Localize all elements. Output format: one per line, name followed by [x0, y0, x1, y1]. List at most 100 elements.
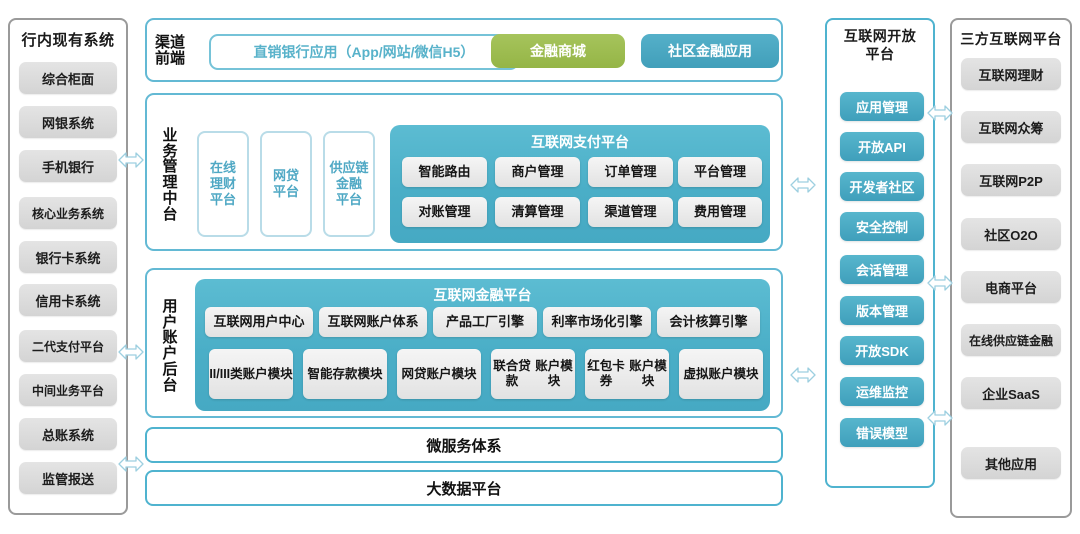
card-line: 平台 [272, 184, 299, 199]
open-platform-chip[interactable]: 开发者社区 [840, 172, 924, 201]
payment-tile[interactable]: 订单管理 [588, 157, 673, 187]
internet-finance-platform-title: 互联网金融平台 [433, 287, 532, 303]
user-account-backend-panel: 用 户 账 户 后 台 互联网金融平台 互联网用户中心互联网账户体系产品工厂引擎… [145, 268, 783, 418]
label-char: 户 [162, 313, 178, 331]
double-arrow-icon [118, 341, 144, 363]
tile-line: 联合贷款 [493, 359, 531, 388]
existing-system-chip[interactable]: 总账系统 [19, 418, 117, 450]
label-char: 业 [162, 126, 178, 144]
tile-line: 网贷账户 [401, 366, 452, 381]
label-char: 台 [162, 205, 178, 223]
payment-tile[interactable]: 渠道管理 [588, 197, 673, 227]
finance-engine-tile[interactable]: 互联网账户体系 [319, 307, 427, 337]
tile-line: II/III类 [209, 366, 243, 381]
finance-engine-tile[interactable]: 利率市场化引擎 [543, 307, 651, 337]
user-account-backend-label: 用 户 账 户 后 台 [155, 288, 185, 404]
bar-microservice-system: 微服务体系 [145, 427, 783, 463]
internet-payment-platform-title: 互联网支付平台 [531, 134, 629, 150]
card-line: 金融 [335, 175, 362, 191]
label-char: 中 [162, 189, 178, 207]
card-line: 网贷 [272, 167, 299, 183]
third-party-chip[interactable]: 企业SaaS [961, 377, 1061, 409]
finance-engine-tile[interactable]: 会计核算引擎 [657, 307, 760, 337]
label-char: 账 [162, 329, 178, 347]
card-line: 平台 [335, 192, 362, 208]
double-arrow-icon [118, 149, 144, 171]
finance-engine-tile[interactable]: 互联网用户中心 [205, 307, 313, 337]
tile-line: 账户模块 [535, 359, 573, 388]
existing-system-chip[interactable]: 网银系统 [19, 106, 117, 138]
card-online-wealth-platform[interactable]: 在线 理财 平台 [197, 131, 249, 237]
finance-engine-tile[interactable]: 产品工厂引擎 [433, 307, 537, 337]
payment-tile[interactable]: 费用管理 [678, 197, 762, 227]
label-char: 用 [162, 297, 178, 315]
existing-system-chip[interactable]: 中间业务平台 [19, 374, 117, 406]
open-platform-chip[interactable]: 开放API [840, 132, 924, 161]
open-platform-chip[interactable]: 错误模型 [840, 418, 924, 447]
open-platform-chip[interactable]: 安全控制 [840, 212, 924, 241]
tile-line: 智能存款 [307, 366, 358, 381]
double-arrow-icon [927, 272, 953, 294]
existing-system-chip[interactable]: 综合柜面 [19, 62, 117, 94]
business-mid-platform-label: 业 务 管 理 中 台 [155, 115, 185, 235]
account-module-tile[interactable]: 红包卡券账户模块 [585, 349, 669, 399]
third-party-chip[interactable]: 电商平台 [961, 271, 1061, 303]
open-platform-title: 互联网开放 平台 [827, 28, 933, 63]
account-module-tile[interactable]: II/III类账户模块 [209, 349, 293, 399]
tile-line: 账户模块 [629, 359, 667, 388]
tile-line: 模块 [733, 366, 759, 381]
account-module-tile[interactable]: 联合贷款账户模块 [491, 349, 575, 399]
channel-frontend-label-line1: 渠道 [154, 34, 185, 52]
internet-finance-platform: 互联网金融平台 互联网用户中心互联网账户体系产品工厂引擎利率市场化引擎会计核算引… [195, 279, 770, 411]
label-char: 后 [162, 360, 178, 378]
existing-system-chip[interactable]: 银行卡系统 [19, 241, 117, 273]
tile-line: 模块 [451, 366, 477, 381]
existing-system-chip[interactable]: 监管报送 [19, 462, 117, 494]
business-mid-platform-panel: 业 务 管 理 中 台 在线 理财 平台 网贷 平台 供应链 金融 平台 [145, 93, 783, 251]
existing-system-chip[interactable]: 二代支付平台 [19, 330, 117, 362]
card-supply-chain-finance-platform[interactable]: 供应链 金融 平台 [323, 131, 375, 237]
card-line: 在线 [209, 159, 236, 175]
payment-tile[interactable]: 商户管理 [495, 157, 580, 187]
open-platform-chip[interactable]: 版本管理 [840, 296, 924, 325]
channel-frontend-panel: 渠道 前端 直销银行应用（App/网站/微信H5） 金融商城 社区金融应用 [145, 18, 783, 82]
open-platform-chip[interactable]: 应用管理 [840, 92, 924, 121]
existing-system-chip[interactable]: 信用卡系统 [19, 284, 117, 316]
existing-system-chip[interactable]: 手机银行 [19, 150, 117, 182]
account-module-tile[interactable]: 智能存款模块 [303, 349, 387, 399]
third-party-chip[interactable]: 互联网理财 [961, 58, 1061, 90]
label-char: 务 [162, 142, 178, 160]
card-online-lending-platform[interactable]: 网贷 平台 [260, 131, 312, 237]
open-platform-chip[interactable]: 运维监控 [840, 377, 924, 406]
third-party-chip[interactable]: 互联网P2P [961, 164, 1061, 196]
tile-line: 红包卡券 [587, 359, 625, 388]
third-party-chip[interactable]: 互联网众筹 [961, 111, 1061, 143]
bar-bigdata-platform: 大数据平台 [145, 470, 783, 506]
card-line: 供应链 [329, 159, 369, 175]
account-module-tile[interactable]: 虚拟账户模块 [679, 349, 763, 399]
label-char: 台 [162, 376, 178, 394]
frontend-pill-community-finance[interactable]: 社区金融应用 [641, 34, 779, 68]
open-platform-chip[interactable]: 会话管理 [840, 255, 924, 284]
internet-payment-platform: 互联网支付平台 智能路由商户管理订单管理平台管理 对账管理清算管理渠道管理费用管… [390, 125, 770, 243]
account-module-tile[interactable]: 网贷账户模块 [397, 349, 481, 399]
open-platform-title-line1: 互联网开放 [843, 28, 917, 44]
frontend-pill-financial-mall[interactable]: 金融商城 [491, 34, 625, 68]
third-party-chip[interactable]: 社区O2O [961, 218, 1061, 250]
existing-system-chip[interactable]: 核心业务系统 [19, 197, 117, 229]
payment-tile[interactable]: 对账管理 [402, 197, 487, 227]
card-line: 理财 [209, 175, 236, 191]
frontend-pill-direct-bank[interactable]: 直销银行应用（App/网站/微信H5） [209, 34, 519, 70]
payment-tile[interactable]: 智能路由 [402, 157, 487, 187]
channel-frontend-label-line2: 前端 [154, 50, 185, 67]
channel-frontend-label: 渠道 前端 [153, 26, 187, 76]
third-party-chip[interactable]: 其他应用 [961, 447, 1061, 479]
open-platform-chip[interactable]: 开放SDK [840, 336, 924, 365]
third-party-chip[interactable]: 在线供应链金融 [961, 324, 1061, 356]
payment-tile[interactable]: 清算管理 [495, 197, 580, 227]
card-line: 平台 [209, 192, 236, 208]
payment-tile[interactable]: 平台管理 [678, 157, 762, 187]
tile-line: 模块 [357, 366, 383, 381]
tile-line: 虚拟账户 [683, 366, 734, 381]
